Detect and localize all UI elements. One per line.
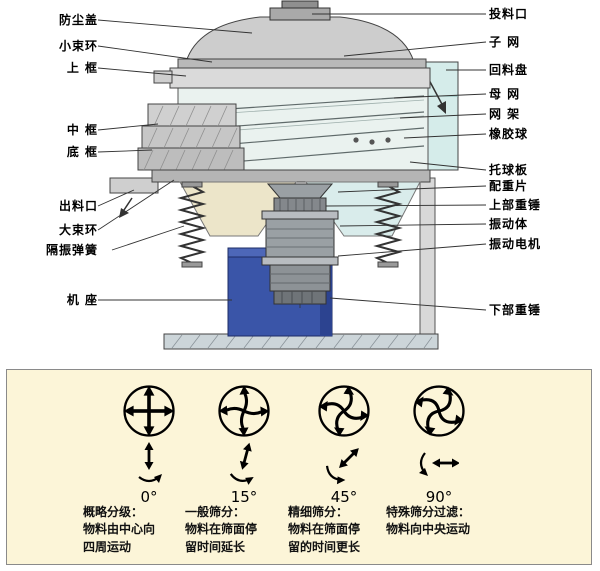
label-rubber-ball: 橡胶球 [489,127,529,141]
angle-desc-2: 精细筛分： 物料在筛面停 留的时间更长 [288,504,392,556]
label-machine-base: 机 座 [66,293,98,307]
label-upper-hammer: 上部重锤 [489,198,542,212]
rubber-ball-shape [385,137,391,143]
right-support-column [419,177,436,339]
machine-diagram-area: 防尘盖 小束环 上 框 中 框 底 框 出料口 大束环 隔振弹簧 机 座 投料口… [45,0,542,350]
vibration-direction-0-icon [138,442,162,483]
vibration-direction-90-icon [419,452,459,476]
leader-lines [97,13,487,311]
spring-cap [181,261,203,268]
desc-body: 物料向中央运动 [386,522,471,537]
label-small-clamp-ring: 小束环 [58,39,98,53]
label-sub-screen: 子 网 [489,35,521,49]
label-dust-cover: 防尘盖 [58,13,98,27]
angle-desc-1: 一般筛分： 物料在筛面停 留时间延长 [185,504,289,556]
angle-legend-panel: 0° 15° [6,369,592,565]
label-upper-frame: 上 框 [66,61,98,75]
vibration-direction-15-icon [229,442,254,485]
label-vibration-body: 振动体 [489,217,529,231]
motor-assembly [261,183,339,308]
label-main-screen: 母 网 [489,87,521,101]
desc-title: 一般筛分： [185,505,246,519]
motion-pattern-0-icon [123,385,175,437]
label-middle-frame: 中 框 [66,123,98,137]
machine-cross-section [97,0,487,350]
angle-desc-0: 概略分级： 物料由中心向 四周运动 [83,504,187,556]
motion-pattern-90-icon [413,385,465,437]
desc-title: 精细筛分： [288,505,349,519]
small-clamp-shape [177,58,427,69]
angle-label-90: 90° [425,488,453,506]
spring-cap [181,181,203,188]
label-vibration-motor: 振动电机 [489,237,542,251]
angle-column-1: 15° [209,382,279,506]
spring-cap [377,261,399,268]
spring-cap [377,181,399,188]
angle-label-45: 45° [330,488,358,506]
angle-desc-3: 特殊筛分过滤： 物料向中央运动 [386,504,490,539]
frame-stack [137,103,245,171]
angle-column-0: 0° [114,382,184,506]
label-ball-tray: 托球板 [489,163,529,177]
vibration-direction-45-icon [325,448,359,485]
motion-pattern-45-icon [318,385,370,437]
label-screen-frame: 网 架 [489,107,521,121]
desc-body: 物料在筛面停 留时间延长 [185,522,258,554]
label-large-clamp-ring: 大束环 [58,223,98,237]
label-bottom-frame: 底 框 [66,145,98,159]
label-return-tray: 回料盘 [489,63,529,77]
label-feed-inlet: 投料口 [489,7,529,21]
motion-pattern-15-icon [218,385,270,437]
angle-column-3: 90° [404,382,474,506]
rubber-ball-shape [369,139,375,145]
upper-frame-shape [153,67,431,89]
label-counterweight: 配重片 [489,179,529,193]
label-damping-spring: 隔振弹簧 [45,243,98,257]
label-lower-hammer: 下部重锤 [489,303,542,317]
angle-column-2: 45° [309,382,379,506]
desc-title: 概略分级： [83,505,144,519]
discharge-outlet-shape [109,177,159,218]
angle-label-15: 15° [230,488,258,506]
angle-label-0: 0° [140,488,158,506]
desc-body: 物料由中心向 四周运动 [83,522,156,554]
desc-title: 特殊筛分过滤： [386,505,471,519]
feed-inlet-shape [269,0,331,21]
desc-body: 物料在筛面停 留的时间更长 [288,522,361,554]
rubber-ball-shape [353,137,359,143]
label-discharge-outlet: 出料口 [58,199,98,213]
dust-cover-shape [185,16,415,63]
large-clamp-shape [151,169,431,183]
